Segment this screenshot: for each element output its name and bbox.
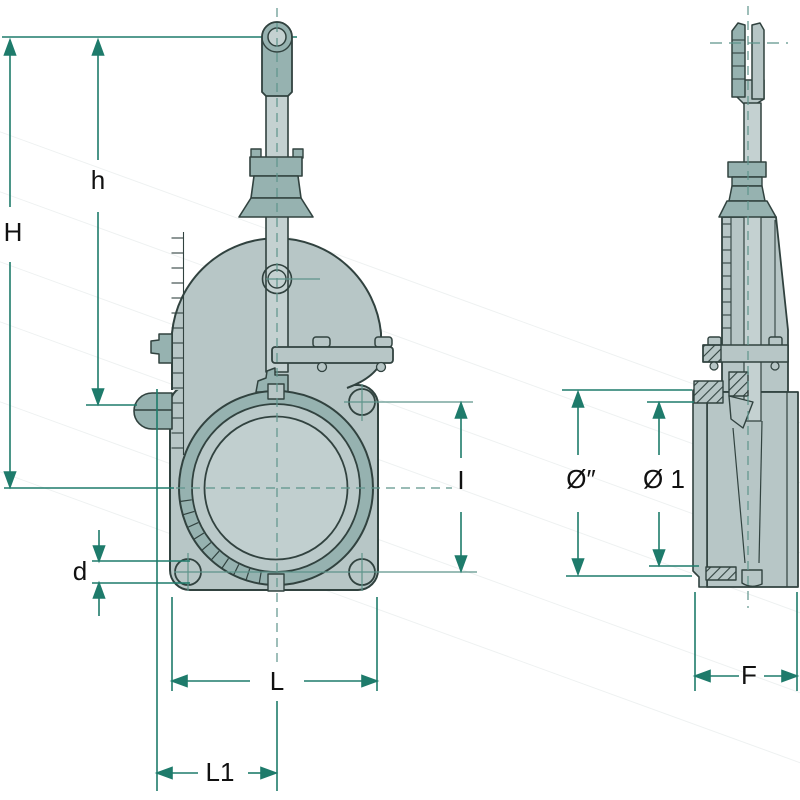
ring-split-bottom xyxy=(267,573,285,592)
bonnet-mid xyxy=(250,175,302,199)
bonnet-flare xyxy=(238,197,314,218)
seat-ring-ribs xyxy=(179,499,262,584)
side-collar-step xyxy=(731,176,763,187)
centerlines xyxy=(174,6,788,665)
side-collar xyxy=(727,161,767,178)
fork-prong-left xyxy=(731,22,746,98)
side-lug xyxy=(150,333,173,364)
guide-bar-bolt xyxy=(375,361,387,373)
watermark xyxy=(0,131,800,764)
guide-bar-bolt xyxy=(316,361,328,373)
ring-split-top xyxy=(267,383,285,400)
dim-label-h: h xyxy=(91,165,105,195)
side-column-lower xyxy=(706,391,799,588)
side-bar-bolt xyxy=(709,361,719,371)
guide-bar-nub xyxy=(312,336,331,348)
flange-face xyxy=(692,389,708,588)
dim-label-dia-1: Ø 1 xyxy=(643,464,685,494)
flange-section-hatch xyxy=(693,380,737,581)
guide-bar-nub xyxy=(374,336,393,348)
side-view xyxy=(692,22,799,588)
side-bar-bolt xyxy=(770,361,780,371)
dim-label-L1: L1 xyxy=(206,757,235,787)
dim-label-F: F xyxy=(741,660,757,690)
dim-label-I: I xyxy=(457,465,464,495)
dim-label-L: L xyxy=(270,666,284,696)
side-bonnet-mid xyxy=(728,185,766,202)
dim-label-dia-inch: Ø″ xyxy=(566,464,595,494)
ribbed-band xyxy=(171,232,185,455)
dim-label-d: d xyxy=(73,556,87,586)
side-ribbed-band xyxy=(722,217,776,345)
dimension-labels: H h d L L1 I Ø″ Ø 1 F xyxy=(4,165,757,787)
guide-bar xyxy=(271,346,394,364)
front-view xyxy=(133,21,394,592)
bottom-lip xyxy=(741,569,763,587)
dimension-lines xyxy=(3,37,800,791)
side-rod xyxy=(743,102,762,164)
gland-collar xyxy=(249,156,303,177)
side-boss xyxy=(133,392,173,430)
gate-wedge xyxy=(728,395,754,429)
dim-label-H: H xyxy=(4,217,23,247)
fork-prong-right xyxy=(751,22,765,100)
